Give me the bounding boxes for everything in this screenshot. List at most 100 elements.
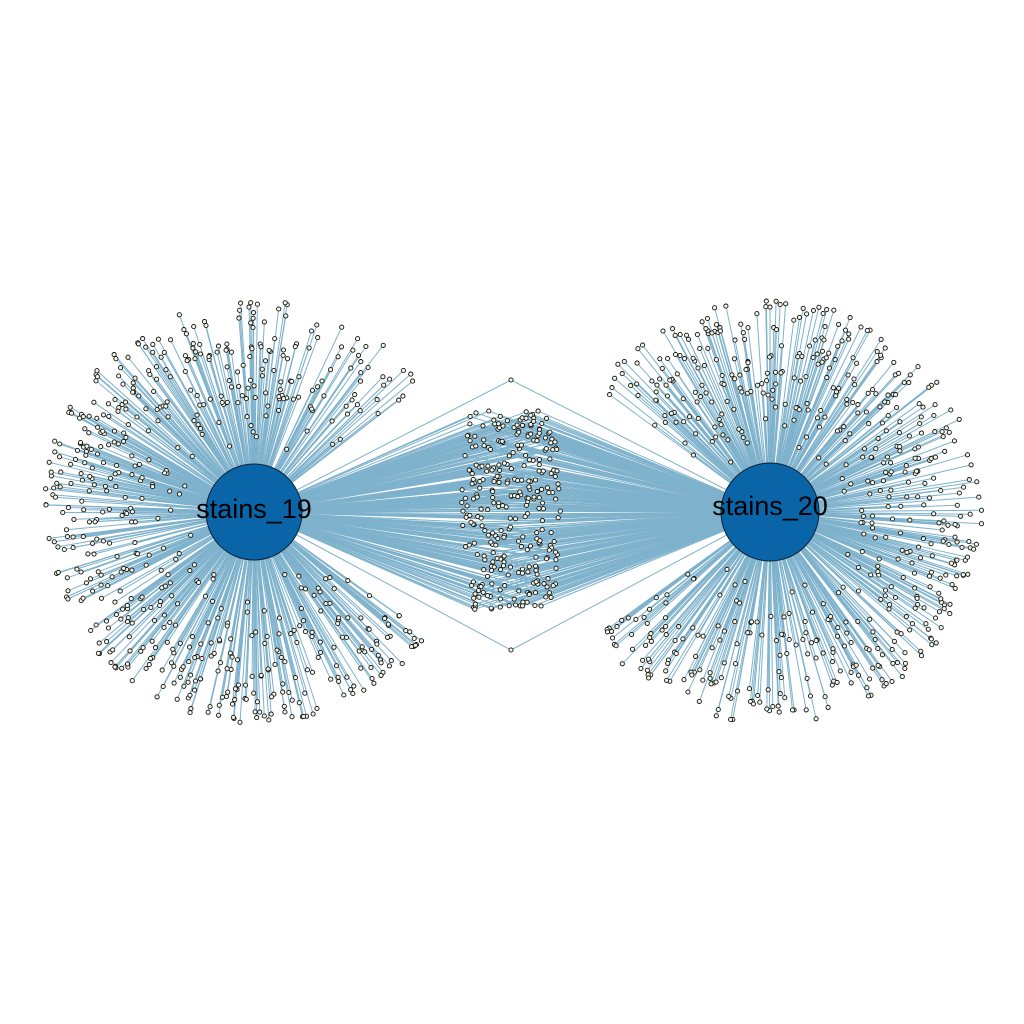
stains-19-leaf: [294, 639, 300, 646]
hub-node-stains-20[interactable]: stains_20: [712, 462, 828, 562]
shared-leaf: [467, 512, 473, 518]
stains-20-leaf: [749, 619, 755, 625]
shared-leaf: [490, 488, 496, 495]
stains-20-leaf: [906, 380, 912, 386]
stains-19-leaf: [244, 609, 250, 615]
stains-20-leaf: [778, 343, 785, 349]
stains-19-leaf: [297, 623, 303, 629]
stains-20-leaf: [604, 629, 611, 635]
stains-19-leaf: [385, 634, 391, 640]
stains-20-leaf: [742, 336, 748, 342]
stains-20-leaf: [931, 511, 937, 517]
stains-20-leaf: [690, 452, 696, 458]
stains-19-leaf: [380, 374, 386, 380]
stains-20-leaf: [942, 448, 948, 454]
stains-20-leaf: [819, 359, 825, 365]
stains-19-leaf: [357, 408, 363, 414]
stains-20-leaf: [843, 462, 849, 468]
stains-19-leaf: [358, 359, 364, 365]
stains-19-leaf: [277, 387, 283, 393]
stains-20-leaf: [868, 572, 874, 578]
stains-20-leaf: [932, 454, 938, 460]
stains-19-leaf: [400, 367, 407, 374]
stains-19-leaf: [107, 475, 114, 481]
stains-19-leaf: [192, 678, 199, 684]
stains-19-leaf: [78, 471, 84, 477]
shared-leaf: [484, 468, 490, 474]
stains-19-leaf: [371, 680, 377, 686]
stains-20-leaf: [757, 699, 763, 705]
stains-19-leaf: [175, 601, 181, 607]
hub-node-stains-19[interactable]: stains_19: [196, 463, 312, 561]
stains-19-leaf: [139, 594, 145, 600]
stains-19-leaf: [272, 336, 278, 342]
stains-20-leaf: [952, 534, 958, 540]
stains-20-leaf: [894, 660, 901, 666]
shared-leaf: [498, 527, 504, 534]
stains-20-leaf: [886, 606, 892, 612]
stains-19-leaf: [301, 713, 307, 720]
stains-20-leaf: [657, 376, 663, 382]
stains-19-leaf: [350, 347, 356, 353]
stains-19-leaf: [253, 629, 259, 635]
stains-19-leaf: [259, 373, 265, 379]
stains-20-leaf: [773, 327, 780, 333]
shared-leaf: [471, 595, 477, 601]
stains-20-leaf: [745, 325, 751, 331]
stains-19-leaf: [88, 446, 94, 452]
stains-19-leaf: [276, 631, 282, 637]
shared-leaf: [540, 506, 546, 512]
stains-19-leaf: [265, 403, 271, 409]
stains-19-leaf: [236, 315, 242, 321]
stains-20-leaf: [672, 351, 679, 358]
stains-20-leaf: [878, 336, 884, 342]
stains-20-leaf: [816, 424, 823, 430]
stains-19-leaf: [194, 393, 200, 399]
stains-19-leaf: [154, 406, 160, 413]
stains-19-leaf: [154, 694, 160, 700]
stains-19-leaf: [276, 615, 282, 621]
stains-19-leaf: [224, 623, 230, 629]
stains-19-leaf: [89, 465, 95, 471]
stains-19-leaf: [80, 414, 86, 420]
stains-20-leaf: [958, 513, 964, 519]
stains-19-leaf: [79, 498, 85, 504]
stains-20-leaf: [853, 662, 859, 668]
stains-20-leaf: [912, 455, 918, 461]
stains-20-leaf: [664, 393, 671, 399]
stains-19-leaf: [226, 443, 233, 449]
stains-20-leaf: [872, 636, 878, 643]
stains-20-leaf: [948, 407, 954, 413]
shared-leaf: [533, 567, 539, 573]
stains-20-leaf: [712, 424, 718, 430]
stains-19-leaf: [199, 655, 205, 662]
shared-leaf: [544, 584, 550, 590]
stains-20-leaf: [738, 321, 744, 327]
stains-20-leaf: [732, 337, 738, 343]
stains-19-leaf: [51, 539, 57, 545]
stains-19-leaf: [114, 553, 120, 560]
stains-19-leaf: [80, 534, 86, 540]
stains-20-leaf: [621, 358, 627, 365]
shared-leaf: [480, 589, 486, 595]
stains-19-leaf: [43, 486, 49, 492]
stains-19-leaf: [139, 475, 145, 481]
stains-20-leaf: [918, 414, 924, 420]
shared-leaf: [533, 563, 539, 569]
stains-20-leaf: [737, 600, 743, 606]
stains-19-leaf: [136, 393, 142, 399]
shared-leaf: [496, 462, 502, 468]
stains-20-leaf: [640, 657, 646, 663]
shared-leaf: [464, 433, 470, 439]
stains-20-leaf: [865, 478, 871, 484]
stains-20-leaf: [897, 530, 903, 536]
stains-20-leaf: [835, 343, 841, 349]
stains-19-leaf: [189, 634, 195, 640]
stains-20-leaf: [928, 636, 934, 642]
shared-leaf: [522, 514, 528, 520]
stains-19-leaf: [232, 697, 238, 703]
stains-20-leaf: [816, 455, 822, 461]
stains-20-leaf: [929, 553, 935, 559]
stains-19-leaf: [60, 509, 66, 516]
stains-20-leaf: [896, 430, 902, 436]
